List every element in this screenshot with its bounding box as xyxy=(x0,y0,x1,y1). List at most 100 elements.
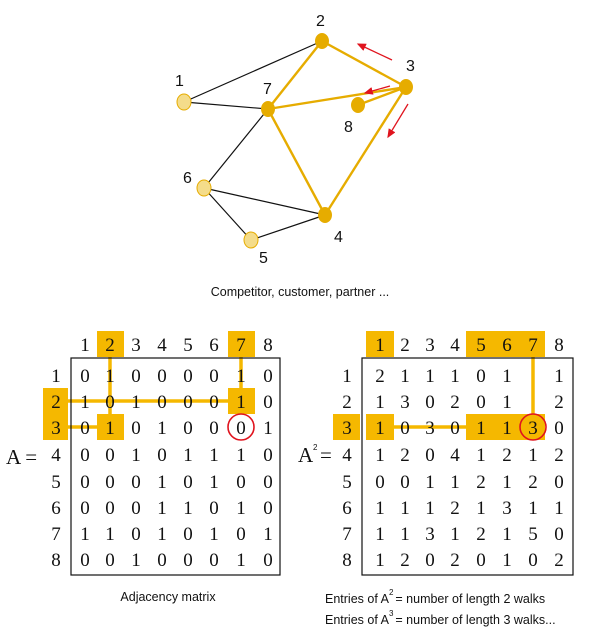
matrix-a2-cell: 1 xyxy=(502,524,512,545)
matrix-a2-cell: 2 xyxy=(554,392,564,413)
highlight-col-2 xyxy=(97,331,124,357)
matrix-a-row-header: 4 xyxy=(51,445,61,466)
node-6 xyxy=(196,179,212,197)
matrix-a-cell: 0 xyxy=(263,550,273,571)
sq-highlight-row-3-label xyxy=(333,414,360,440)
matrix-a2-cell: 2 xyxy=(450,498,460,519)
node-label-6: 6 xyxy=(183,170,192,187)
matrix-a-cell: 0 xyxy=(80,366,90,387)
matrix-a2-col-header: 3 xyxy=(425,335,435,356)
matrix-a-cell: 0 xyxy=(236,524,246,545)
edge-7-3 xyxy=(267,85,407,111)
graph: 1 2 3 4 5 6 7 8 Competitor, customer, pa… xyxy=(175,13,415,299)
matrix-a2-border xyxy=(361,357,574,576)
matrix-a-cell: 1 xyxy=(236,550,246,571)
matrix-a-cell: 1 xyxy=(157,498,167,519)
matrix-a2-cell: 0 xyxy=(476,550,486,571)
matrix-a2-row-header: 5 xyxy=(342,472,352,493)
walk-arrow-to-8 xyxy=(363,85,391,95)
matrix-a2-cell: 0 xyxy=(375,472,385,493)
node-label-5: 5 xyxy=(259,250,268,267)
matrix-a-cell: 0 xyxy=(80,445,90,466)
node-1 xyxy=(176,93,192,111)
edge-3-4 xyxy=(323,86,408,216)
matrix-a-cell: 0 xyxy=(105,472,115,493)
matrix-a2-cell: 2 xyxy=(476,472,486,493)
matrix-a-cell: 1 xyxy=(183,498,193,519)
matrix-a2-lhs-base: A xyxy=(298,443,314,467)
matrix-a-cell: 0 xyxy=(263,392,273,413)
matrix-a2-col-header: 5 xyxy=(476,335,486,356)
matrix-a-cell: 1 xyxy=(157,524,167,545)
node-label-4: 4 xyxy=(334,229,343,246)
matrix-a-cell: 0 xyxy=(183,392,193,413)
note-length-2-exp: 2 xyxy=(389,588,394,597)
node-3 xyxy=(399,79,413,95)
matrix-a-cell: 0 xyxy=(263,445,273,466)
matrix-a2-cell: 2 xyxy=(476,524,486,545)
matrix-a-row-header: 5 xyxy=(51,472,61,493)
matrix-a-cell: 0 xyxy=(183,366,193,387)
matrix-a-cell: 0 xyxy=(80,472,90,493)
matrix-a-cell: 1 xyxy=(157,472,167,493)
edge-5-4 xyxy=(250,214,326,241)
matrix-a-lhs: A = xyxy=(6,445,37,469)
matrix-a2-cell: 2 xyxy=(450,550,460,571)
matrix-a-cell: 0 xyxy=(236,418,246,439)
matrix-a-row-header: 3 xyxy=(51,418,61,439)
matrix-a2-cell: 1 xyxy=(375,498,385,519)
matrix-a2-cell: 2 xyxy=(400,550,410,571)
note-length-3: Entries of A3= number of length 3 walks.… xyxy=(325,609,556,627)
matrix-a-col-header: 2 xyxy=(105,335,115,356)
matrix-a2-col-header: 8 xyxy=(554,335,564,356)
matrix-a2-cell: 1 xyxy=(554,498,564,519)
matrix-a-cell: 0 xyxy=(263,472,273,493)
edge-3-8 xyxy=(357,85,407,107)
matrix-a2-cell: 0 xyxy=(476,392,486,413)
matrix-a2-cell: 1 xyxy=(528,498,538,519)
edge-6-4 xyxy=(203,187,326,216)
matrix-a2-cell: 4 xyxy=(450,445,460,466)
matrix-a2-cell: 1 xyxy=(375,392,385,413)
sq-highlight-row-3-end xyxy=(466,414,545,440)
highlight-cell-2-7 xyxy=(228,388,255,414)
matrix-a-col-header: 6 xyxy=(209,335,219,356)
matrix-a-cell: 0 xyxy=(263,366,273,387)
matrix-a-cell: 0 xyxy=(80,550,90,571)
matrix-a2-cell: 0 xyxy=(528,550,538,571)
matrix-a-cell: 0 xyxy=(131,498,141,519)
matrix-a-cell: 1 xyxy=(236,392,246,413)
matrix-a2-col-header: 2 xyxy=(400,335,410,356)
graph-caption: Competitor, customer, partner ... xyxy=(211,285,390,299)
matrix-a-cell: 0 xyxy=(80,498,90,519)
matrix-a-zero-circle xyxy=(227,413,255,441)
matrix-a2-cell: 1 xyxy=(375,550,385,571)
matrix-a2-cell: 5 xyxy=(528,524,538,545)
matrix-a2-row-header: 1 xyxy=(342,366,352,387)
node-label-8: 8 xyxy=(344,119,353,136)
matrix-a-cell: 0 xyxy=(157,445,167,466)
node-label-2: 2 xyxy=(316,13,325,30)
matrix-a2-lhs-exponent: 2 xyxy=(313,443,318,452)
matrix-a2-cell: 1 xyxy=(425,472,435,493)
matrix-a-cell: 0 xyxy=(236,472,246,493)
matrix-a-cell: 0 xyxy=(131,472,141,493)
matrix-a-cell: 0 xyxy=(183,472,193,493)
edge-2-7 xyxy=(267,40,323,110)
matrix-a2-cell: 1 xyxy=(375,445,385,466)
matrix-a-cell: 1 xyxy=(157,418,167,439)
sq-highlight-cols-5-7 xyxy=(466,331,545,357)
matrix-a2-cell: 1 xyxy=(502,392,512,413)
matrix-a-cell: 0 xyxy=(209,550,219,571)
matrix-a2-cell: 1 xyxy=(502,472,512,493)
matrix-a2-cell: 3 xyxy=(502,498,512,519)
matrix-a-cell: 0 xyxy=(105,498,115,519)
sq-highlight-col-1 xyxy=(366,331,394,357)
edge-1-7 xyxy=(183,101,269,110)
matrix-a2-cell: 0 xyxy=(554,524,564,545)
note-length-2-pre: Entries of A xyxy=(325,592,390,606)
walk-arrow-to-2 xyxy=(356,43,393,61)
matrix-a2-lhs-equals: = xyxy=(320,443,332,467)
matrix-a2-cell: 0 xyxy=(554,418,564,439)
